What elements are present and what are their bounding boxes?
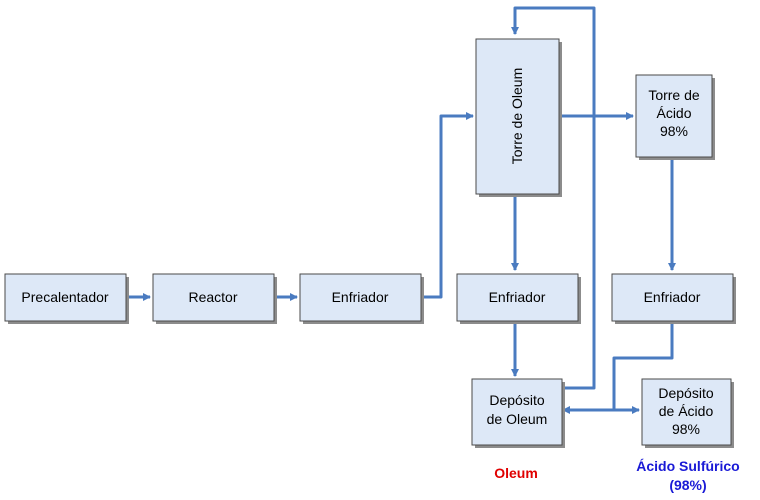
output-acido-label-2: (98%) [669,477,706,493]
torre-acido-label-1: Torre de [648,87,700,103]
pipe-enfriador-torre-oleum [421,112,474,299]
unit-deposito-oleum: Depósito de Oleum [471,378,565,448]
torre-oleum-label: Torre de Oleum [509,68,525,164]
deposito-oleum-label-2: de Oleum [487,411,548,427]
deposito-acido-label-1: Depósito [658,385,713,401]
unit-reactor: Reactor [152,273,277,324]
unit-torre-oleum: Torre de Oleum [475,38,562,197]
unit-enfriador-2: Enfriador [456,273,581,324]
precalentador-label: Precalentador [21,289,109,305]
unit-torre-acido: Torre de Ácido 98% [635,74,715,160]
torre-acido-label-2: Ácido [656,105,691,121]
pipe-oleum-recycle [511,6,596,390]
unit-deposito-acido: Depósito de Ácido 98% [641,378,734,448]
enfriador-3-label: Enfriador [644,289,701,305]
enfriador-1-label: Enfriador [332,289,389,305]
deposito-acido-label-3: 98% [672,421,700,437]
enfriador-2-label: Enfriador [489,289,546,305]
reactor-label: Reactor [188,289,237,305]
unit-precalentador: Precalentador [4,273,129,324]
unit-enfriador-3: Enfriador [611,273,736,324]
deposito-oleum-label-1: Depósito [489,392,544,408]
pipe-enfriador-split [612,321,674,410]
unit-enfriador-1: Enfriador [299,273,424,324]
output-oleum-label: Oleum [494,465,538,481]
deposito-acido-label-2: de Ácido [659,403,714,419]
torre-acido-label-3: 98% [660,123,688,139]
pipes [126,6,676,414]
output-acido-label-1: Ácido Sulfúrico [636,458,739,474]
